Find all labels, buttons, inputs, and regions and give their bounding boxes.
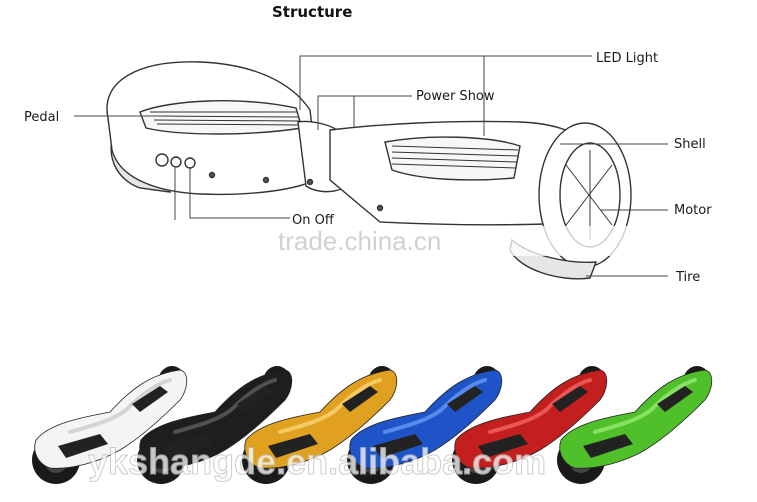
hoverboard-variant-green (557, 366, 713, 484)
rear-pedal (237, 386, 273, 412)
body-highlight (593, 378, 697, 434)
body-highlight (383, 378, 487, 434)
right-pedal-grip (391, 145, 519, 169)
hoverboard-variant-white (32, 366, 188, 484)
hoverboard-variant-blue (347, 366, 503, 484)
watermark-bottom: ykshangde.en.alibaba.com (88, 441, 546, 482)
watermark-top: trade.china.cn (278, 226, 441, 256)
label-power-show: Power Show (416, 89, 495, 104)
right-pedal (384, 136, 521, 181)
diagram-title: Structure (272, 3, 352, 21)
body-highlight (68, 378, 172, 434)
label-shell: Shell (674, 137, 706, 152)
leader-lines (74, 55, 668, 277)
rear-pedal (447, 386, 483, 412)
rear-pedal (552, 386, 588, 412)
product-variant-row (32, 366, 713, 484)
hoverboard-line-drawing (106, 61, 632, 280)
rear-pedal (132, 386, 168, 412)
rear-pedal (657, 386, 693, 412)
front-pedal (478, 434, 528, 458)
body-highlight (173, 378, 277, 434)
front-pedal (373, 434, 423, 458)
body-highlight (278, 378, 382, 434)
front-pedal (58, 434, 108, 458)
label-pedal: Pedal (24, 110, 59, 125)
front-pedal (163, 434, 213, 458)
left-pedal (139, 100, 303, 135)
hoverboard-variant-black (137, 366, 293, 484)
rear-pedal (342, 386, 378, 412)
label-on-off: On Off (292, 213, 335, 228)
label-motor: Motor (674, 203, 712, 218)
front-pedal (268, 434, 318, 458)
button-1 (155, 153, 169, 167)
hoverboard-variant-gold (242, 366, 398, 484)
body-highlight (488, 378, 592, 434)
button-3 (184, 157, 196, 169)
label-led-light: LED Light (596, 51, 658, 66)
hoverboard-variant-red (452, 366, 608, 484)
watermark-band (170, 226, 640, 256)
left-pedal-grip (150, 111, 301, 126)
right-wheel-spokes (565, 150, 613, 240)
label-tire: Tire (675, 270, 700, 285)
button-2 (170, 156, 182, 168)
front-pedal (583, 434, 633, 458)
